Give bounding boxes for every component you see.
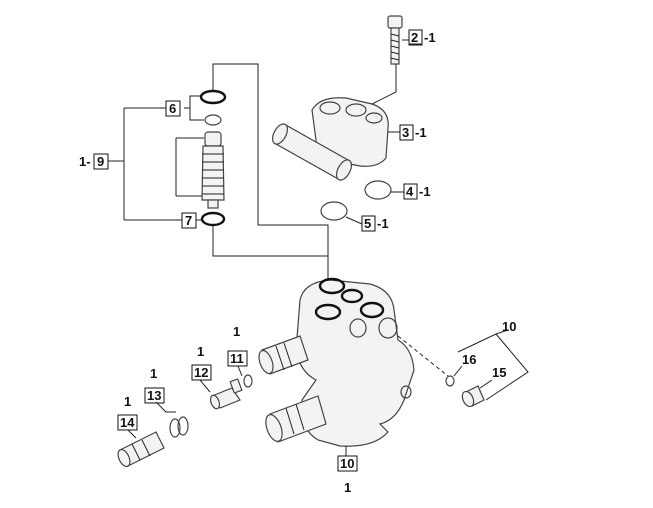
valve-cartridge-part bbox=[201, 131, 225, 209]
o-ring-4-part bbox=[364, 180, 392, 200]
bracket-9-inner bbox=[175, 137, 204, 197]
label-part-15: 15 bbox=[492, 365, 506, 380]
label-part-16: 16 bbox=[462, 352, 476, 367]
svg-text:12: 12 bbox=[194, 365, 208, 380]
o-ring-6-top-part bbox=[199, 89, 227, 105]
svg-text:2: 2 bbox=[411, 30, 418, 45]
svg-text:1: 1 bbox=[150, 366, 157, 381]
svg-text:14: 14 bbox=[120, 415, 135, 430]
svg-text:1: 1 bbox=[233, 324, 240, 339]
svg-text:7: 7 bbox=[185, 213, 192, 228]
leader-line-12 bbox=[199, 379, 211, 393]
leader-line-16 bbox=[453, 365, 463, 377]
callout-part-14: 1 14 bbox=[117, 394, 138, 431]
pump-housing-part bbox=[258, 277, 415, 447]
washer-13b-part bbox=[177, 416, 189, 436]
callout-part-6: 6 bbox=[165, 100, 181, 117]
svg-text:3: 3 bbox=[402, 125, 409, 140]
valve-body-part bbox=[272, 97, 389, 181]
leader-line-2 bbox=[371, 64, 397, 105]
callout-part-4: 4 -1 bbox=[403, 183, 431, 200]
callout-part-2: 2 -1 bbox=[408, 29, 436, 46]
svg-text:6: 6 bbox=[169, 101, 176, 116]
svg-text:4: 4 bbox=[406, 184, 414, 199]
callout-part-7: 7 bbox=[181, 212, 197, 229]
leader-line-15 bbox=[479, 379, 493, 389]
callout-part-12: 1 12 bbox=[191, 344, 212, 381]
leader-line-11 bbox=[237, 365, 243, 377]
callout-part-9: 1- 9 bbox=[79, 153, 109, 170]
leader-line-10b bbox=[495, 329, 509, 335]
svg-text:1: 1 bbox=[344, 480, 351, 495]
bracket-10 bbox=[457, 333, 529, 401]
dashed-axis-line bbox=[397, 335, 449, 377]
callout-part-10-housing: 10 1 bbox=[337, 455, 358, 495]
svg-text:5: 5 bbox=[364, 216, 371, 231]
callout-part-11: 1 11 bbox=[227, 324, 248, 367]
svg-text:9: 9 bbox=[97, 154, 104, 169]
svg-text:10: 10 bbox=[340, 456, 354, 471]
leader-line-5 bbox=[345, 216, 363, 225]
routing-line-bottom bbox=[212, 226, 328, 257]
leader-line-6 bbox=[184, 95, 204, 121]
callout-part-3: 3 -1 bbox=[399, 124, 427, 141]
washer-13a-part bbox=[169, 418, 181, 438]
svg-text:13: 13 bbox=[147, 388, 161, 403]
leader-line-9 bbox=[108, 107, 182, 221]
svg-text:1: 1 bbox=[124, 394, 131, 409]
leader-line-14 bbox=[127, 429, 137, 439]
fitting-14-part bbox=[117, 431, 165, 468]
svg-text:-1: -1 bbox=[377, 216, 389, 231]
svg-text:11: 11 bbox=[230, 351, 244, 366]
o-ring-11-part bbox=[243, 374, 253, 388]
svg-text:-1: -1 bbox=[424, 30, 436, 45]
callout-part-5: 5 -1 bbox=[361, 215, 389, 232]
label-group-10: 10 bbox=[502, 319, 516, 334]
plug-15-part bbox=[461, 385, 485, 408]
callout-part-13: 1 13 bbox=[144, 366, 165, 404]
svg-text:-1: -1 bbox=[419, 184, 431, 199]
leader-line-13 bbox=[155, 401, 176, 413]
nozzle-12-part bbox=[209, 378, 243, 410]
routing-line-top bbox=[212, 63, 329, 278]
screw-part bbox=[387, 15, 403, 65]
o-ring-16-part bbox=[445, 375, 455, 387]
o-ring-5-part bbox=[320, 201, 348, 221]
o-ring-7-part bbox=[200, 211, 226, 227]
washer-6-part bbox=[204, 114, 222, 126]
svg-text:-1: -1 bbox=[415, 125, 427, 140]
svg-text:1: 1 bbox=[197, 344, 204, 359]
svg-text:1-: 1- bbox=[79, 154, 91, 169]
